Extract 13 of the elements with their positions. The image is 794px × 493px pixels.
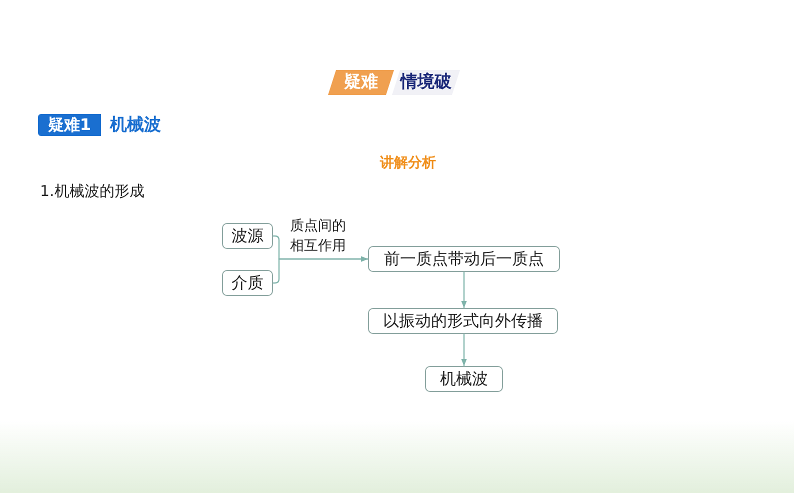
banner-tab: 情境破 [392, 70, 460, 95]
process-box: 以振动的形式向外传播 [368, 308, 558, 334]
subheading: 讲解分析 [380, 154, 436, 173]
section-badge: 疑难1 [38, 114, 101, 136]
process-box: 前一质点带动后一质点 [368, 246, 560, 272]
arrow [461, 272, 467, 308]
section-title: 机械波 [110, 114, 161, 137]
process-box: 介质 [222, 270, 273, 296]
banner-tab: 疑难 [328, 70, 394, 95]
process-box: 波源 [222, 223, 273, 249]
arrow [461, 334, 467, 366]
heading: 1.机械波的形成 [40, 181, 144, 202]
process-box: 机械波 [425, 366, 503, 392]
